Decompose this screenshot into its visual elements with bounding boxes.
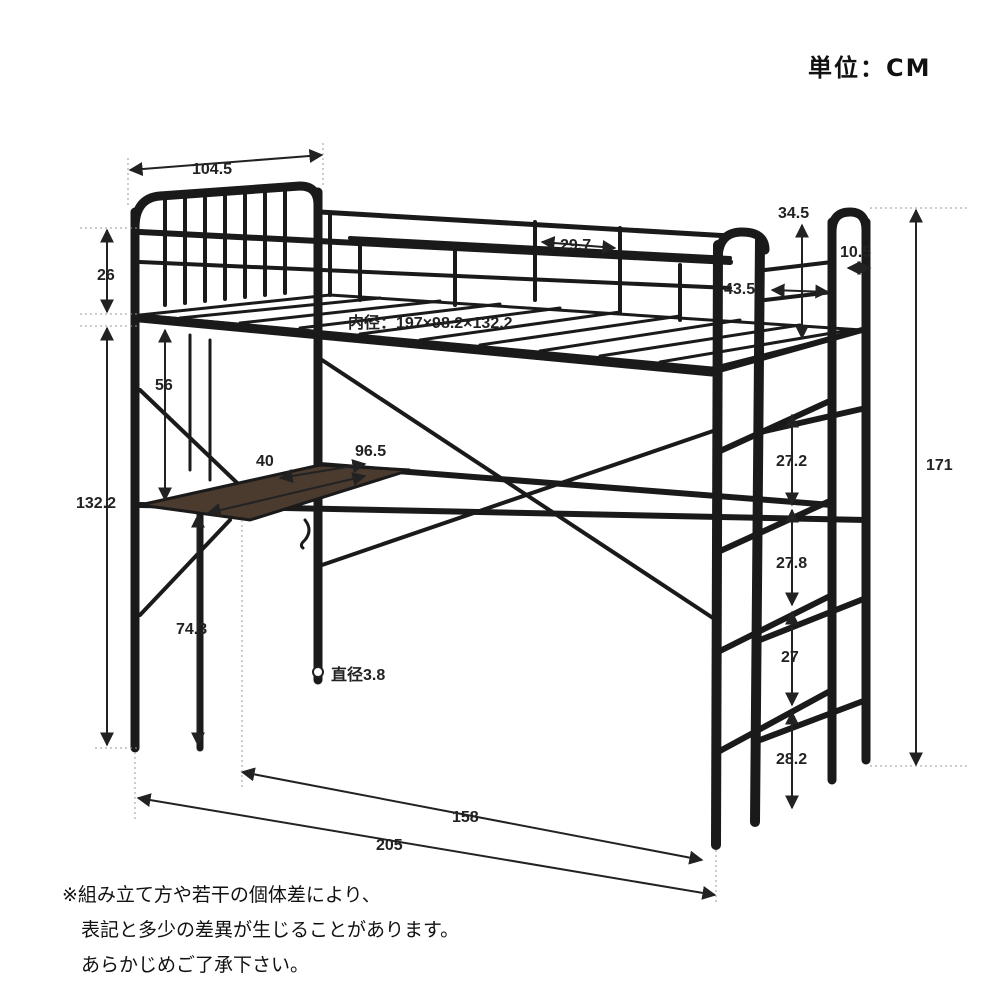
dim-desk-width: 96.5 [355, 443, 386, 460]
dim-step-2: 27.8 [776, 555, 807, 572]
disclaimer-note: ※組み立て方や若干の個体差により、 表記と多少の差異が生じることがあります。 あ… [62, 878, 702, 983]
dim-inner-size: 内径：197×98.2×132.2 [348, 313, 513, 332]
dim-step-1: 27.2 [776, 453, 807, 470]
pipe-diameter-marker [312, 666, 324, 678]
dim-ladder-width: 43.5 [724, 281, 755, 298]
dim-pipe-diameter: 直径3.8 [331, 665, 385, 684]
dim-total-height: 171 [926, 457, 953, 474]
dim-guard-height: 26 [97, 267, 115, 284]
unit-label: 単位：CM [808, 54, 932, 82]
note-line: あらかじめご了承下さい。 [62, 954, 310, 976]
dim-step-3: 27 [781, 649, 799, 666]
dim-total-length: 205 [376, 837, 403, 854]
dim-headboard-width: 104.5 [192, 161, 232, 178]
dim-top-end-height: 34.5 [778, 205, 809, 222]
dim-inner-length: 158 [452, 809, 479, 826]
dim-step-4: 28.2 [776, 751, 807, 768]
dim-under-bed-height: 132.2 [76, 495, 116, 512]
extension-lines [80, 143, 968, 905]
dim-post-offset: 10.5 [840, 244, 871, 261]
note-line: 表記と多少の差異が生じることがあります。 [62, 919, 460, 941]
dim-desk-to-frame: 56 [155, 377, 173, 394]
dim-desk-height: 74.3 [176, 621, 207, 638]
dim-ladder-opening: 29.7 [560, 237, 591, 254]
bed-frame [130, 181, 871, 850]
dimension-lines [100, 149, 923, 900]
dim-desk-depth: 40 [256, 453, 274, 470]
note-line: ※組み立て方や若干の個体差により、 [62, 884, 381, 906]
